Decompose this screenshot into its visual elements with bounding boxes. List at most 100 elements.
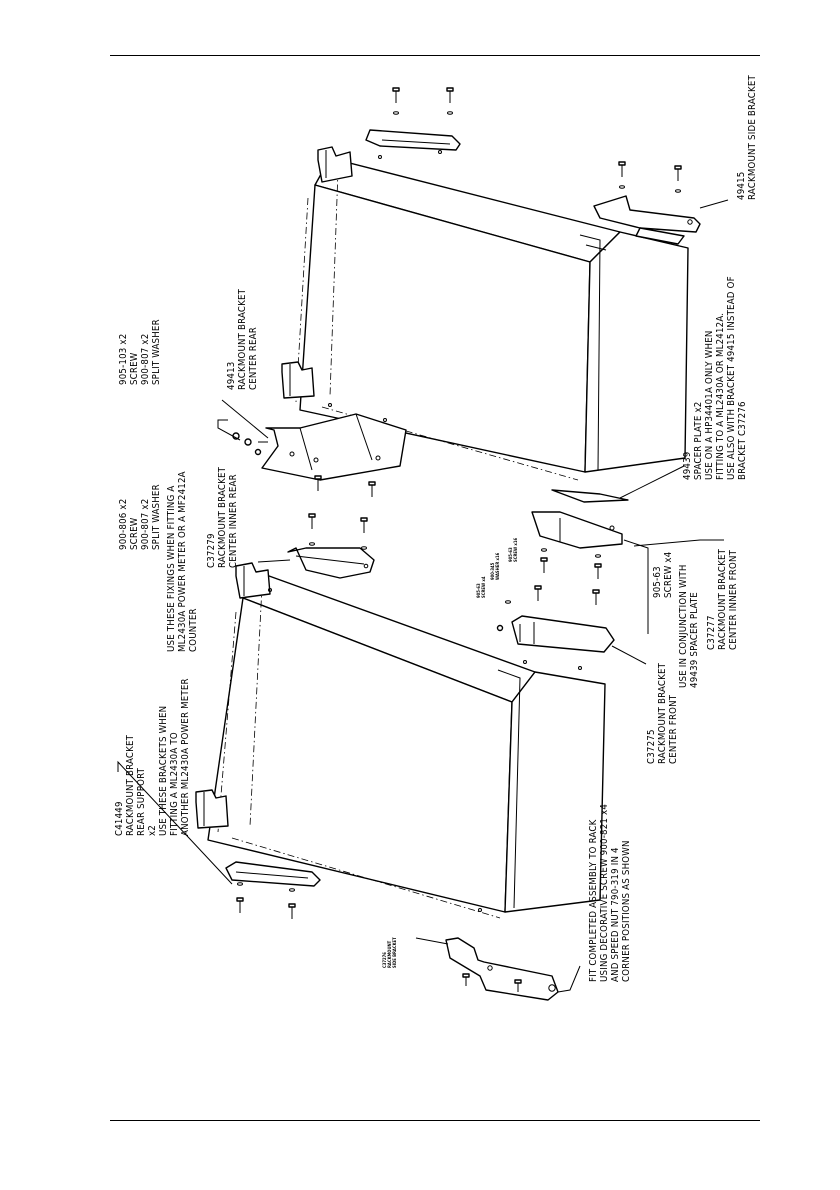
upper-instrument-box — [281, 146, 689, 481]
label-905-63-line: 905-63 — [652, 566, 663, 598]
label-49413-line: 49413 — [226, 362, 237, 390]
label-c41449: C41449RACKMOUNT BRACKETREAR SUPPORTx2USE… — [114, 678, 191, 836]
label-49439-line: USE ALSO WITH BRACKET 49415 INSTEAD OF — [726, 276, 737, 480]
label-49415-line: RACKMOUNT SIDE BRACKET — [747, 74, 758, 200]
label-c41449-line: C41449 — [114, 801, 125, 836]
label-conjunction-line: USE IN CONJUNCTION WITH — [678, 564, 689, 688]
bracket-c37279-inner-rear — [287, 547, 375, 579]
svg-text:905-63SCREW x4: 905-63SCREW x4 — [476, 576, 486, 598]
label-small-screw-b: 905-63SCREW x16 — [508, 538, 518, 562]
label-fit-note-line: CORNER POSITIONS AS SHOWN — [621, 840, 632, 982]
label-c41449-line: ANOTHER ML2430A POWER METER — [180, 678, 191, 836]
label-905-103-line: SCREW — [129, 352, 140, 385]
svg-text:49415RACKMOUNT SIDE BRACKET: 49415RACKMOUNT SIDE BRACKET — [736, 74, 758, 200]
label-c37276-small-line: RACKMOUNT — [387, 940, 392, 968]
label-49439: 49439SPACER PLATE x2USE ON A HP34401A ON… — [682, 276, 748, 480]
label-c37276-small-line: SIDE BRACKET — [392, 937, 397, 968]
label-small-washer-line: WASHER x16 — [495, 552, 500, 580]
label-c41449-line: REAR SUPPORT — [136, 767, 147, 836]
label-c37275-line: CENTER FRONT — [668, 694, 679, 764]
label-905-63: 905-63SCREW x4 — [652, 552, 674, 598]
svg-text:C37275RACKMOUNT BRACKETCENTER: C37275RACKMOUNT BRACKETCENTER FRONT — [646, 662, 679, 764]
label-49415-line: 49415 — [736, 172, 747, 200]
label-fixings-note-line: ML2430A POWER METER OR A MF2412A — [177, 471, 188, 652]
label-c41449-line: RACKMOUNT BRACKET — [125, 734, 136, 836]
label-49439-line: BRACKET C37276 — [737, 401, 748, 480]
bracket-49415-side — [593, 195, 701, 245]
svg-text:USE IN CONJUNCTION WITH49439 S: USE IN CONJUNCTION WITH49439 SPACER PLAT… — [678, 564, 700, 688]
label-905-103-line: 900-807 x2 — [140, 334, 151, 385]
svg-text:USE THESE FIXINGS WHEN FITTING: USE THESE FIXINGS WHEN FITTING AML2430A … — [166, 471, 199, 652]
label-49439-line: FITTING TO A ML2430A OR ML2412A. — [715, 313, 726, 480]
label-c37279: C37279RACKMOUNT BRACKETCENTER INNER REAR — [206, 466, 239, 568]
svg-text:900-345WASHER x16: 900-345WASHER x16 — [490, 552, 500, 580]
label-fit-note: FIT COMPLETED ASSEMBLY TO RACKUSING DECO… — [588, 804, 632, 982]
label-small-screw-a: 905-63SCREW x4 — [476, 576, 486, 598]
label-49439-line: SPACER PLATE x2 — [693, 402, 704, 480]
svg-text:900-806 x2SCREW900-807 x2SPLIT: 900-806 x2SCREW900-807 x2SPLIT WASHER — [118, 484, 162, 550]
label-c37275-line: C37275 — [646, 729, 657, 764]
svg-text:905-63SCREW x4: 905-63SCREW x4 — [652, 552, 674, 598]
bracket-c37275-center-front — [511, 615, 615, 653]
label-c37275-line: RACKMOUNT BRACKET — [657, 662, 668, 764]
svg-text:905-63SCREW x16: 905-63SCREW x16 — [508, 538, 518, 562]
label-c41449-line: FITTING A ML2430A TO — [169, 732, 180, 836]
label-49439-line: USE ON A HP34401A ONLY WHEN — [704, 330, 715, 480]
label-fixings-note-line: COUNTER — [188, 608, 199, 652]
label-fit-note-line: USING DECORATIVE SCREW 900-821 x4 — [599, 804, 610, 982]
label-c37277-line: RACKMOUNT BRACKET — [717, 548, 728, 650]
label-49415: 49415RACKMOUNT SIDE BRACKET — [736, 74, 758, 200]
label-905-103: 905-103 x2SCREW900-807 x2SPLIT WASHER — [118, 319, 162, 385]
label-900-806-line: 900-807 x2 — [140, 499, 151, 550]
label-49439-line: 49439 — [682, 452, 693, 480]
label-c41449-line: USE THESE BRACKETS WHEN — [158, 706, 169, 836]
label-c37275: C37275RACKMOUNT BRACKETCENTER FRONT — [646, 662, 679, 764]
svg-text:49413RACKMOUNT BRACKETCENTER R: 49413RACKMOUNT BRACKETCENTER REAR — [226, 288, 259, 390]
label-c37277: C37277RACKMOUNT BRACKETCENTER INNER FRON… — [706, 548, 739, 650]
bracket-rear-support-lower — [225, 861, 321, 887]
label-conjunction-line: 49439 SPACER PLATE — [689, 592, 700, 688]
svg-text:C37276RACKMOUNTSIDE BRACKET: C37276RACKMOUNTSIDE BRACKET — [382, 937, 397, 968]
label-905-103-line: 905-103 x2 — [118, 334, 129, 385]
header-rule — [110, 55, 760, 56]
label-905-63-line: SCREW x4 — [663, 552, 674, 598]
label-49413-line: CENTER REAR — [248, 327, 259, 390]
label-900-806-line: SCREW — [129, 517, 140, 550]
label-49413: 49413RACKMOUNT BRACKETCENTER REAR — [226, 288, 259, 390]
label-c37279-line: C37279 — [206, 533, 217, 568]
lower-instrument-box — [195, 562, 606, 919]
label-fixings-note: USE THESE FIXINGS WHEN FITTING AML2430A … — [166, 471, 199, 652]
label-fit-note-line: FIT COMPLETED ASSEMBLY TO RACK — [588, 819, 599, 982]
screws — [232, 87, 682, 992]
label-c37276-small: C37276RACKMOUNTSIDE BRACKET — [382, 937, 397, 968]
bracket-c37277-inner-front — [531, 511, 623, 549]
svg-text:C37277RACKMOUNT BRACKETCENTER: C37277RACKMOUNT BRACKETCENTER INNER FRON… — [706, 548, 739, 650]
svg-text:905-103 x2SCREW900-807 x2SPLIT: 905-103 x2SCREW900-807 x2SPLIT WASHER — [118, 319, 162, 385]
label-conjunction: USE IN CONJUNCTION WITH49439 SPACER PLAT… — [678, 564, 700, 688]
label-small-screw-a-line: 905-63 — [476, 583, 481, 598]
label-c37279-line: CENTER INNER REAR — [228, 474, 239, 568]
label-fixings-note-line: USE THESE FIXINGS WHEN FITTING A — [166, 485, 177, 652]
label-small-washer-line: 900-345 — [490, 562, 495, 580]
bracket-rear-top — [365, 129, 461, 151]
label-fit-note-line: AND SPEED NUT 790-319 IN 4 — [610, 847, 621, 982]
svg-text:C41449RACKMOUNT BRACKETREAR SU: C41449RACKMOUNT BRACKETREAR SUPPORTx2USE… — [114, 678, 191, 836]
svg-text:FIT COMPLETED ASSEMBLY TO RACK: FIT COMPLETED ASSEMBLY TO RACKUSING DECO… — [588, 804, 632, 982]
label-905-103-line: SPLIT WASHER — [151, 319, 162, 385]
label-c37279-line: RACKMOUNT BRACKET — [217, 466, 228, 568]
label-c37277-line: C37277 — [706, 615, 717, 650]
svg-text:C37279RACKMOUNT BRACKETCENTER: C37279RACKMOUNT BRACKETCENTER INNER REAR — [206, 466, 239, 568]
footer-rule — [110, 1120, 760, 1121]
label-c37276-small-line: C37276 — [382, 952, 387, 968]
label-49413-line: RACKMOUNT BRACKET — [237, 288, 248, 390]
label-c37277-line: CENTER INNER FRONT — [728, 549, 739, 650]
svg-text:49439SPACER PLATE x2USE ON A H: 49439SPACER PLATE x2USE ON A HP34401A ON… — [682, 276, 748, 480]
label-small-screw-a-line: SCREW x4 — [481, 576, 486, 598]
label-900-806-line: SPLIT WASHER — [151, 484, 162, 550]
label-900-806-line: 900-806 x2 — [118, 499, 129, 550]
spacer-plate-49439 — [551, 489, 629, 503]
label-small-screw-b-line: SCREW x16 — [513, 538, 518, 562]
bracket-49413-center-rear — [261, 413, 407, 481]
label-small-screw-b-line: 905-63 — [508, 547, 513, 562]
